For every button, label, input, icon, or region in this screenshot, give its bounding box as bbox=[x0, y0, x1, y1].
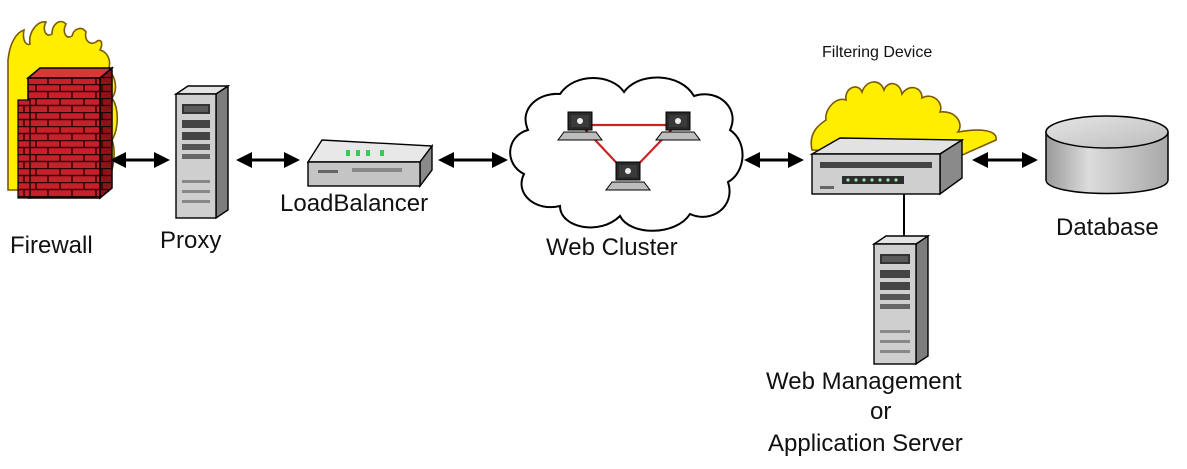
cluster-node-icon bbox=[557, 111, 603, 141]
connector-loadbalancer-cluster bbox=[438, 152, 508, 168]
cluster-node-icon bbox=[605, 161, 651, 191]
connector-cluster-filter bbox=[744, 152, 804, 168]
proxy-label: Proxy bbox=[160, 227, 222, 254]
firewall-label: Firewall bbox=[10, 232, 93, 259]
web-cluster-cloud bbox=[509, 76, 744, 232]
database-icon bbox=[1045, 115, 1169, 195]
filtering-device-icon bbox=[809, 81, 997, 196]
connector-firewall-proxy bbox=[110, 152, 170, 168]
app-server-label-line1: Web Management bbox=[766, 368, 962, 395]
loadbalancer-label: LoadBalancer bbox=[280, 190, 429, 217]
connector-filter-database bbox=[972, 152, 1038, 168]
app-server-label-line3: Application Server bbox=[768, 430, 963, 457]
load-balancer-icon bbox=[306, 139, 434, 189]
filter-flame bbox=[810, 81, 997, 157]
cluster-node-icon bbox=[655, 111, 701, 141]
cluster-link bbox=[580, 123, 679, 177]
database-label: Database bbox=[1056, 214, 1159, 241]
filtering-device-label: Filtering Device bbox=[822, 44, 933, 61]
proxy-server-icon bbox=[173, 84, 231, 220]
app-server-icon bbox=[871, 234, 931, 366]
web-cluster-label: Web Cluster bbox=[546, 234, 678, 261]
app-server-label-or: or bbox=[870, 398, 892, 425]
firewall-icon bbox=[7, 20, 119, 200]
connector-proxy-loadbalancer bbox=[236, 152, 300, 168]
